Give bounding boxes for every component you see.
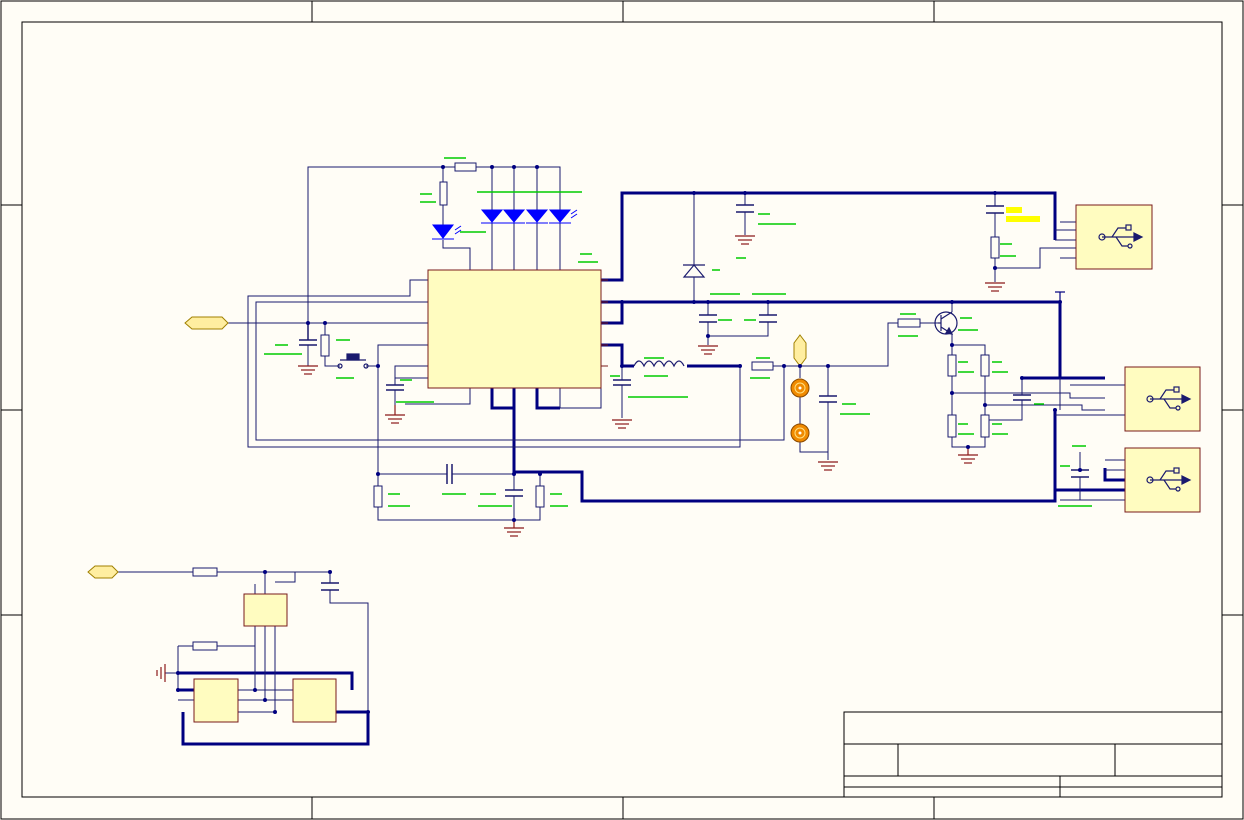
- net-highlight: [1006, 207, 1040, 222]
- resistor-icon: [454, 162, 477, 172]
- capacitor-icon: [299, 323, 317, 346]
- capacitor-icon: [986, 205, 1004, 214]
- resistor-icon: [947, 414, 957, 438]
- capacitor-icon: [1013, 394, 1031, 401]
- power-marker: [1055, 291, 1065, 302]
- resistor-icon: [535, 485, 545, 508]
- led-icon: [431, 224, 462, 240]
- ic-pins: [601, 279, 608, 367]
- resistor-icon: [320, 334, 330, 357]
- label-strips: [264, 157, 1092, 507]
- usb-icon: [1146, 467, 1192, 492]
- connector-icon: [790, 378, 810, 398]
- led-icon: [480, 209, 504, 224]
- capacitor-icon: [505, 489, 523, 497]
- inductor-icon: [633, 360, 685, 368]
- ground-icon: [612, 419, 632, 429]
- resistor-icon: [373, 485, 383, 508]
- transistor-icon: [934, 311, 958, 335]
- capacitor-icon: [819, 395, 837, 403]
- diode-icon: [682, 264, 706, 278]
- resistor-icon: [980, 354, 990, 377]
- grounds: [156, 235, 1005, 682]
- capacitor-icon: [321, 582, 339, 591]
- small-ic: [243, 593, 288, 627]
- capacitor-icon: [446, 464, 453, 484]
- usb-symbols: [1098, 224, 1192, 492]
- resistor-icon: [947, 354, 957, 377]
- resistor-icon: [439, 181, 448, 206]
- resistor-icon: [980, 414, 990, 438]
- block-right: [292, 678, 337, 723]
- push-button-icon: [337, 353, 369, 369]
- usb-icon: [1098, 224, 1144, 249]
- capacitor-icon: [759, 314, 777, 323]
- capacitors: [299, 204, 1089, 591]
- ground-icon: [985, 282, 1005, 292]
- capacitor-icon: [736, 204, 754, 213]
- port-icon: [184, 316, 229, 330]
- resistor-icon: [192, 567, 218, 577]
- capacitor-icon: [699, 314, 717, 323]
- junctions: [176, 165, 1082, 714]
- led-icon: [525, 209, 549, 224]
- ground-icon: [385, 405, 405, 424]
- block-left: [193, 678, 239, 723]
- ground-icon: [735, 235, 755, 245]
- led-icon: [502, 209, 526, 224]
- resistors: [192, 162, 1000, 651]
- connector-icon: [790, 423, 810, 443]
- resistor-icon: [751, 361, 774, 371]
- capacitor-icon: [386, 384, 404, 391]
- ground-icon: [958, 447, 978, 464]
- led-icon: [548, 209, 578, 224]
- main-ic: [427, 269, 602, 389]
- title-block: [843, 711, 1223, 798]
- resistor-icon: [897, 318, 921, 328]
- ground-icon: [818, 461, 838, 471]
- leds: [431, 209, 578, 240]
- usb-icon: [1146, 386, 1192, 411]
- ground-icon: [298, 365, 318, 375]
- ground-icon: [156, 664, 166, 682]
- resistor-icon: [990, 236, 1000, 259]
- resistor-icon: [192, 641, 218, 651]
- capacitor-icon: [613, 379, 631, 386]
- ground-icon: [698, 345, 718, 355]
- connectors: [790, 378, 810, 443]
- port-icon: [87, 565, 119, 579]
